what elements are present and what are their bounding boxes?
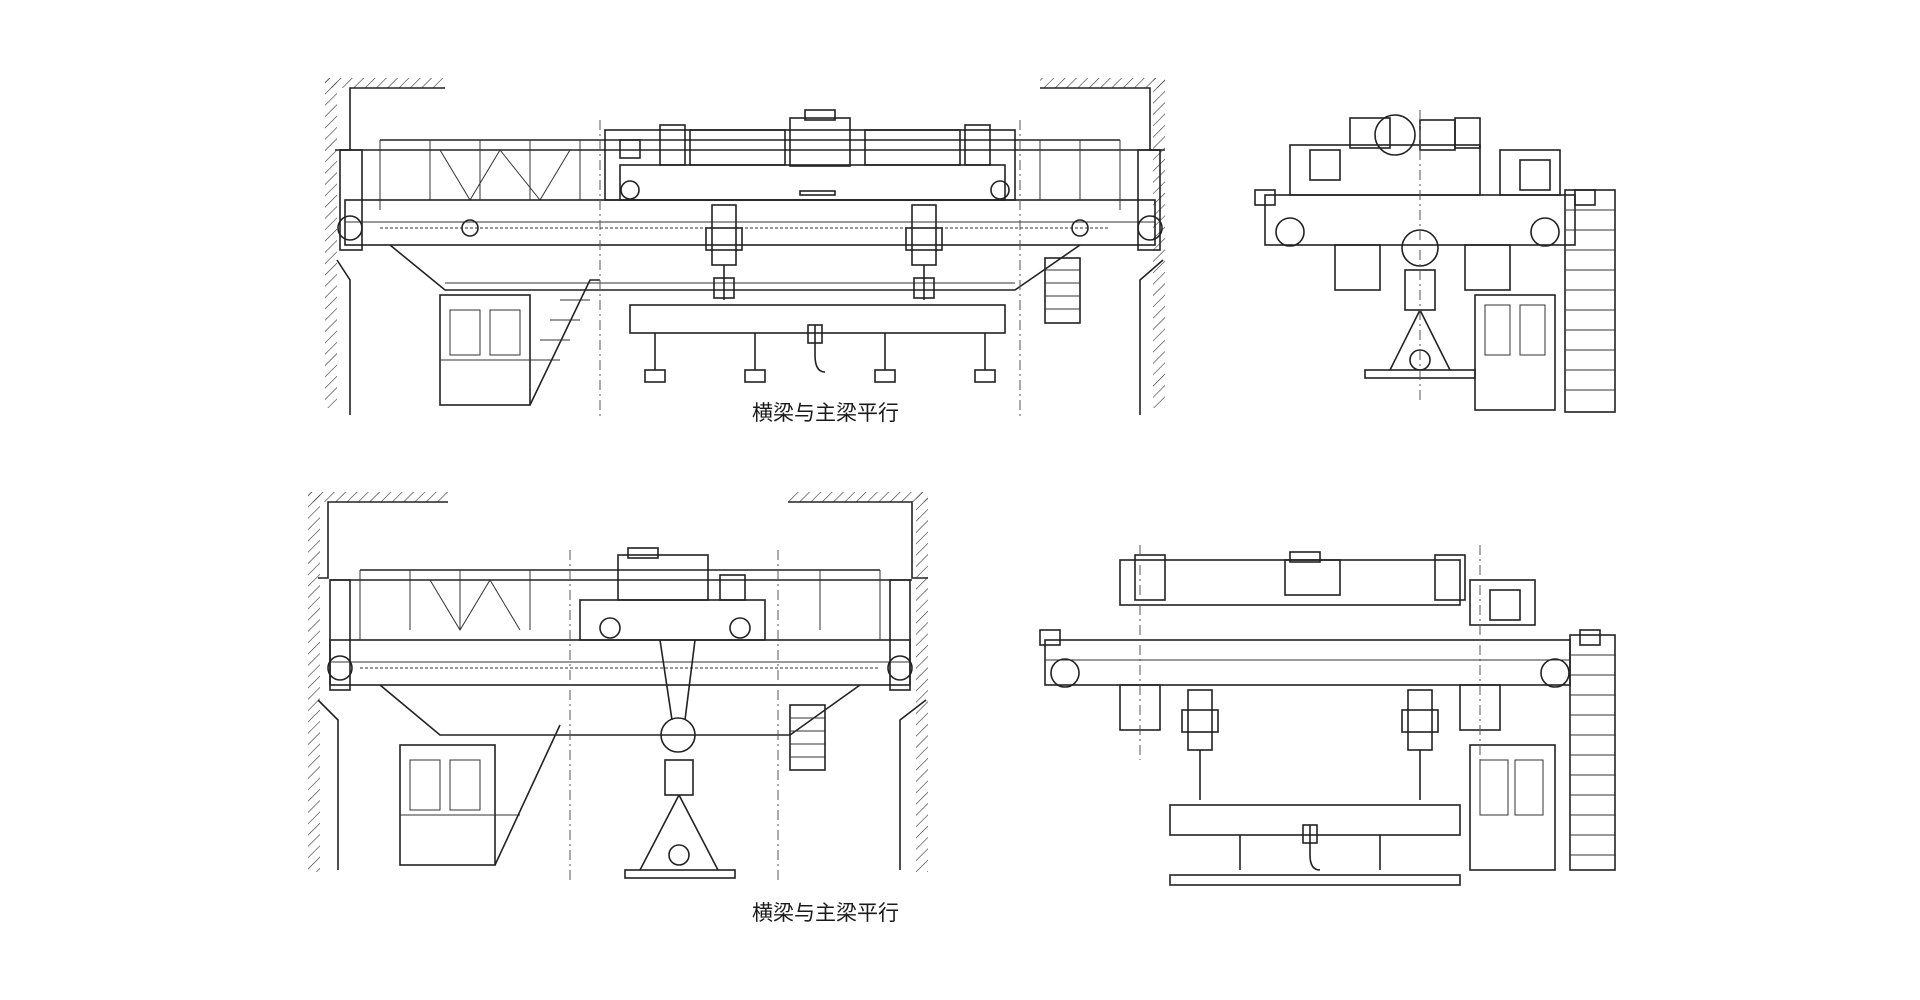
main-girder [337, 199, 1163, 291]
trolley-top-b [1119, 551, 1536, 626]
building-wall-left [325, 78, 445, 415]
trolley-b [579, 547, 766, 641]
hook-block-b [624, 639, 736, 879]
side-ladder [1044, 257, 1081, 324]
trolley-top-equipment [1289, 114, 1561, 196]
hoist-blocks-b [1181, 689, 1439, 800]
hoist-block-left [705, 204, 743, 300]
trolley [604, 109, 1016, 201]
stair-frame-b [1569, 634, 1616, 871]
crane-front-view-bottom: 横梁与主梁平行 [308, 492, 928, 925]
crane-side-view-bottom [1039, 545, 1616, 886]
side-cabin [1474, 294, 1556, 411]
caption-bottom: 横梁与主梁平行 [752, 901, 899, 925]
caption-top: 横梁与主梁平行 [752, 401, 899, 425]
end-carriage-b [1039, 629, 1601, 731]
walkway-railing-b [329, 569, 912, 691]
walkway-railing [339, 139, 1161, 251]
crane-front-view-top: 横梁与主梁平行 [325, 78, 1165, 425]
building-wall-left-b [308, 492, 448, 872]
spreader-beam-b [1169, 804, 1461, 886]
side-cabin-b [1469, 744, 1556, 871]
hoist-block-right [905, 204, 943, 300]
main-girder-b [327, 639, 913, 736]
operator-cabin-b [399, 724, 561, 866]
operator-cabin [439, 279, 600, 406]
spreader-beam [629, 304, 1006, 383]
side-ladder-b [789, 704, 826, 771]
crane-side-view-top [1254, 110, 1616, 413]
building-wall-right [1040, 78, 1165, 415]
end-carriage [1254, 189, 1596, 291]
stair-frame [1564, 189, 1616, 413]
building-wall-right-b [788, 492, 928, 872]
